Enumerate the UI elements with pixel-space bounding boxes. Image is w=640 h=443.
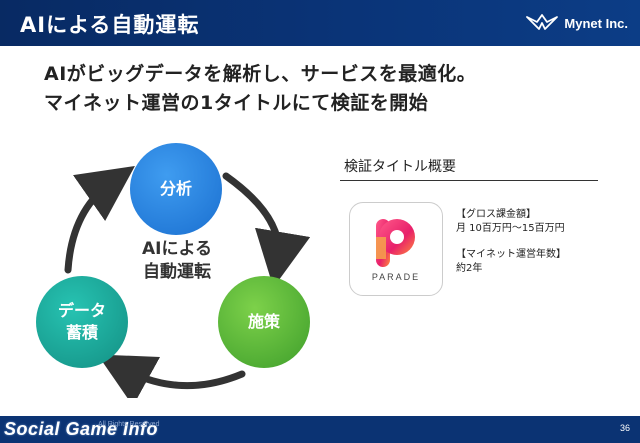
gross-value: 月 10百万円〜15百万円: [456, 223, 565, 234]
ai-cycle-diagram: 分析 施策 データ 蓄積 AIによる 自動運転: [30, 138, 330, 398]
cycle-node-analysis: 分析: [130, 143, 222, 235]
watermark-brand: Social Game Info: [4, 419, 159, 439]
years-value: 約2年: [456, 263, 483, 274]
arrow-data-to-analysis: [64, 165, 135, 274]
node-data-label-line-1: データ: [57, 301, 106, 320]
mynet-bird-logo-icon: [526, 14, 559, 30]
cycle-arrows: [64, 165, 311, 398]
slide-footer: Social Game Info All Rights Reserved 36: [0, 416, 640, 443]
headline: AIがビッグデータを解析し、サービスを最適化。 マイネット運営の1タイトルにて検…: [44, 60, 476, 118]
gross-label: 【グロス課金額】: [456, 209, 536, 220]
years-label: 【マイネット運営年数】: [456, 249, 566, 260]
company-logo: Mynet Inc.: [525, 10, 628, 36]
detail-divider: [340, 180, 598, 181]
center-label-line-2: 自動運転: [143, 262, 211, 282]
slide-title: AIによる自動運転: [20, 13, 200, 37]
footer-copyright: All Rights Reserved: [98, 421, 160, 428]
slide-header: AIによる自動運転 Mynet Inc.: [0, 0, 640, 46]
parade-p-logo-icon: [376, 219, 415, 267]
page-number: 36: [619, 423, 630, 433]
node-analysis-label: 分析: [159, 179, 192, 198]
node-measures-label: 施策: [247, 312, 280, 331]
center-label-line-1: AIによる: [142, 239, 212, 259]
arrow-analysis-to-measures: [222, 172, 311, 288]
arrow-measures-to-data: [97, 354, 246, 398]
detail-section-title: 検証タイトル概要: [344, 159, 456, 175]
app-name-label: PARADE: [371, 272, 421, 282]
parade-app-icon-card: PARADE: [349, 202, 443, 296]
title-info: 【グロス課金額】 月 10百万円〜15百万円 【マイネット運営年数】 約2年: [456, 208, 566, 276]
headline-line-1: AIがビッグデータを解析し、サービスを最適化。: [44, 63, 477, 85]
headline-line-2: マイネット運営の1タイトルにて検証を開始: [44, 92, 429, 114]
logo-text: Mynet Inc.: [564, 15, 628, 31]
cycle-node-data-accumulation: データ 蓄積: [36, 276, 128, 368]
cycle-node-measures: 施策: [218, 276, 310, 368]
node-data-label-line-2: 蓄積: [65, 323, 98, 342]
cycle-center-label: AIによる 自動運転: [122, 238, 232, 284]
